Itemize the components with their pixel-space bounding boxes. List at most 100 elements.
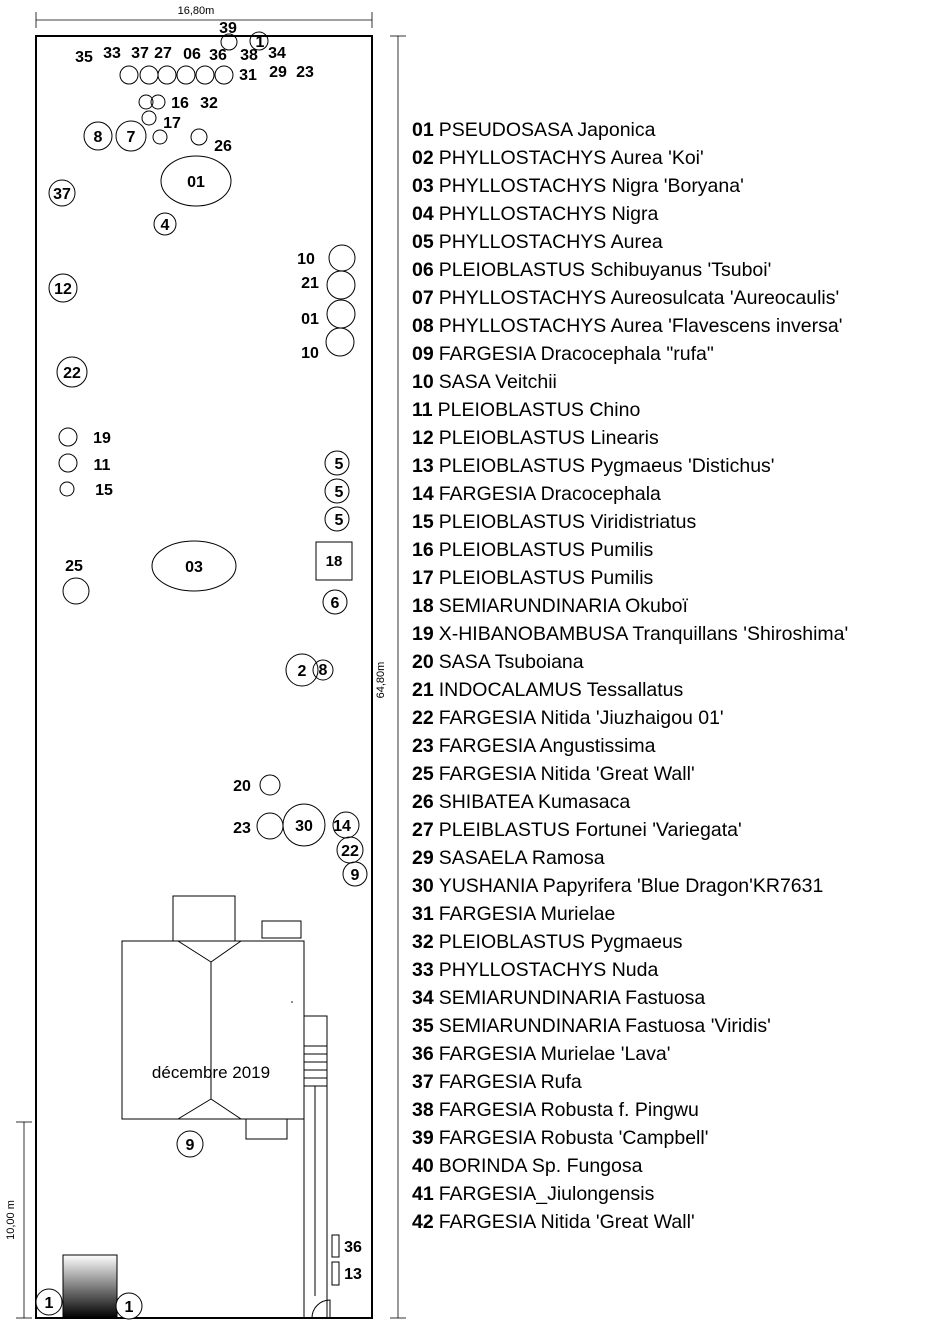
ellipse-01: 01 — [160, 155, 232, 207]
legend-species: PLEIBLASTUS Fortunei 'Variegata' — [438, 819, 742, 841]
legend-number: 36 — [412, 1043, 434, 1065]
length-dimension: 64,80m — [375, 35, 406, 1319]
legend-species: PLEIOBLASTUS Viridistriatus — [438, 511, 697, 533]
legend-number: 37 — [412, 1071, 434, 1093]
legend-species: BORINDA Sp. Fungosa — [438, 1155, 643, 1177]
svg-text:9: 9 — [351, 867, 360, 884]
legend-number: 41 — [412, 1183, 434, 1205]
svg-text:8: 8 — [94, 129, 103, 146]
svg-text:22: 22 — [341, 843, 359, 860]
svg-text:6: 6 — [331, 595, 340, 612]
legend-species: PLEIOBLASTUS Chino — [437, 399, 641, 421]
right-column: 10 21 01 10 5 5 5 18 6 2 8 — [285, 244, 356, 687]
legend-species: PLEIOBLASTUS Pumilis — [438, 567, 654, 589]
legend-number: 11 — [412, 399, 433, 421]
legend-species: SEMIARUNDINARIA Fastuosa 'Viridis' — [438, 1015, 771, 1037]
legend-species: PLEIOBLASTUS Schibuyanus 'Tsuboi' — [438, 259, 772, 281]
legend-species: PHYLLOSTACHYS Nuda — [438, 959, 659, 981]
legend-species: SEMIARUNDINARIA Okuboï — [438, 595, 688, 617]
legend-species: FARGESIA Rufa — [438, 1071, 582, 1093]
svg-text:03: 03 — [185, 559, 203, 576]
legend-number: 17 — [412, 567, 434, 589]
legend-number: 38 — [412, 1099, 434, 1121]
legend-species: PLEIOBLASTUS Pumilis — [438, 539, 654, 561]
legend-species: PHYLLOSTACHYS Aurea 'Flavescens inversa' — [438, 315, 843, 337]
svg-text:1: 1 — [256, 34, 265, 51]
legend-number: 08 — [412, 315, 434, 337]
width-label: 16,80m — [178, 5, 215, 17]
legend-number: 29 — [412, 847, 434, 869]
date-label: décembre 2019 — [152, 1063, 270, 1082]
legend-number: 04 — [412, 203, 434, 225]
svg-text:19: 19 — [93, 430, 111, 447]
legend-species: FARGESIA Murielae 'Lava' — [438, 1043, 671, 1065]
svg-text:30: 30 — [295, 818, 313, 835]
svg-text:5: 5 — [335, 484, 344, 501]
legend-species: YUSHANIA Papyrifera 'Blue Dragon'KR7631 — [438, 875, 824, 897]
lower-cluster: 20 23 30 14 22 9 — [233, 774, 368, 887]
legend-species: X-HIBANOBAMBUSA Tranquillans 'Shiroshima… — [438, 623, 849, 645]
legend-species: FARGESIA Nitida 'Great Wall' — [438, 763, 695, 785]
legend-species: FARGESIA Nitida 'Jiuzhaigou 01' — [438, 707, 724, 729]
legend-number: 12 — [412, 427, 434, 449]
bottom-zone-label: 10,00 m — [5, 1200, 17, 1240]
svg-text:21: 21 — [301, 275, 319, 292]
svg-text:5: 5 — [335, 512, 344, 529]
svg-text:35: 35 — [75, 49, 93, 66]
legend-number: 40 — [412, 1155, 434, 1177]
svg-text:23: 23 — [233, 820, 251, 837]
svg-text:39: 39 — [219, 20, 237, 37]
legend-number: 42 — [412, 1211, 434, 1233]
legend-species: FARGESIA Robusta f. Pingwu — [438, 1099, 699, 1121]
legend-species: INDOCALAMUS Tessallatus — [438, 679, 684, 701]
legend-number: 33 — [412, 959, 434, 981]
legend-number: 06 — [412, 259, 434, 281]
svg-text:18: 18 — [326, 553, 343, 570]
svg-text:01: 01 — [301, 311, 319, 328]
legend-number: 03 — [412, 175, 434, 197]
svg-text:27: 27 — [154, 45, 172, 62]
svg-text:29: 29 — [269, 64, 287, 81]
legend-number: 21 — [412, 679, 434, 701]
legend-number: 10 — [412, 371, 434, 393]
shed — [62, 1254, 118, 1319]
legend-number: 05 — [412, 231, 434, 253]
legend-species: FARGESIA Nitida 'Great Wall' — [438, 1211, 695, 1233]
legend-number: 39 — [412, 1127, 434, 1149]
svg-text:10: 10 — [297, 251, 315, 268]
left-column: 4 37 12 22 19 11 15 25 — [48, 179, 177, 605]
svg-text:20: 20 — [233, 778, 251, 795]
legend-species: FARGESIA Robusta 'Campbell' — [438, 1127, 709, 1149]
svg-text:31: 31 — [239, 67, 257, 84]
svg-text:2: 2 — [298, 663, 307, 680]
svg-text:16: 16 — [171, 95, 189, 112]
bottom-items: 9 36 13 1 1 — [35, 1130, 362, 1320]
legend-number: 26 — [412, 791, 434, 813]
length-label: 64,80m — [375, 662, 387, 699]
svg-text:1: 1 — [125, 1299, 134, 1316]
legend-species: SASAELA Ramosa — [438, 847, 605, 869]
legend-species: PLEIOBLASTUS Pygmaeus 'Distichus' — [438, 455, 775, 477]
